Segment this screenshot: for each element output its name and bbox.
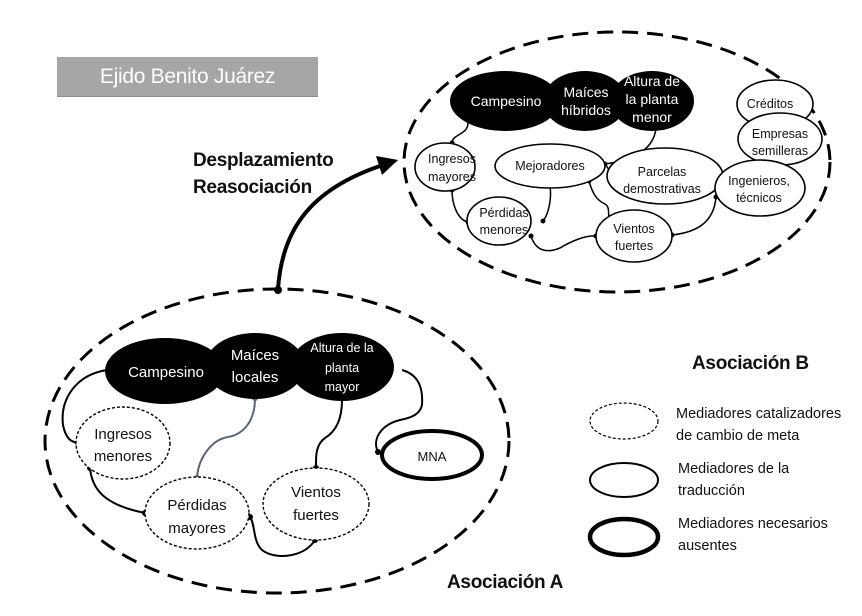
- node-label-a-perdidas-1: Pérdidas: [167, 497, 226, 514]
- node-label-b-parcelas-2: demostrativas: [623, 182, 701, 196]
- core-label-b-maices-2: híbridos: [561, 102, 611, 118]
- core-label-a-altura-1: Altura de la: [310, 341, 373, 355]
- legend-symbol-absent-icon: [587, 516, 661, 558]
- link-dot: [540, 218, 546, 224]
- association-a-label: Asociación A: [447, 572, 564, 593]
- arrow-origin-dot: [274, 286, 282, 294]
- link-b-vientos-ingenieros: [671, 196, 717, 236]
- node-label-b-vientos-2: fuertes: [615, 239, 653, 253]
- node-label-b-ingenieros-1: Ingenieros,: [728, 174, 790, 188]
- node-label-b-creditos: Créditos: [747, 97, 794, 111]
- arrow-label-line2: Reasociación: [193, 177, 312, 198]
- core-label-a-altura-3: mayor: [325, 380, 360, 394]
- node-label-b-ingresos-2: mayores: [428, 170, 476, 184]
- node-b-mejoradores[interactable]: [494, 143, 606, 189]
- node-label-a-perdidas-2: mayores: [168, 520, 226, 537]
- node-label-b-empresas-2: semilleras: [752, 144, 808, 158]
- association-a-links: [61, 369, 424, 557]
- node-b-vientos[interactable]: [595, 209, 673, 263]
- link-dot: [375, 449, 381, 455]
- node-label-b-mejoradores: Mejoradores: [515, 159, 584, 173]
- core-label-b-altura-1: Altura de: [624, 73, 680, 89]
- link-b-mejoradores-vientos: [588, 180, 610, 220]
- node-b-perdidas[interactable]: [466, 196, 532, 246]
- link-dot: [528, 233, 534, 239]
- association-b-core-labels: Campesino Maíces híbridos Altura de la p…: [471, 73, 681, 125]
- legend-item-catalyst-label: Mediadores catalizadores de cambio de me…: [676, 403, 841, 447]
- legend-item-translation-line2: traducción: [678, 483, 745, 499]
- link-a-campesino-ingresos: [61, 369, 108, 444]
- legend-item-absent-label: Mediadores necesarios ausentes: [678, 513, 828, 557]
- core-label-a-maices-1: Maíces: [231, 347, 279, 364]
- association-a-core-labels: Campesino Maíces locales Altura de la pl…: [128, 341, 374, 394]
- legend-item-catalyst-line1: Mediadores catalizadores: [676, 406, 842, 422]
- core-node-b-maices[interactable]: [543, 71, 627, 131]
- core-label-a-altura-2: planta: [325, 361, 359, 375]
- association-b-label: Asociación B: [692, 353, 809, 374]
- node-label-b-parcelas-1: Parcelas: [638, 165, 687, 179]
- core-node-a-altura[interactable]: [290, 333, 394, 401]
- node-label-a-ingresos-2: menores: [94, 448, 152, 465]
- legend-item-absent-line1: Mediadores necesarios: [678, 516, 828, 532]
- node-label-a-mna: MNA: [418, 449, 447, 464]
- association-a-node-labels: Ingresos menores Pérdidas mayores Viento…: [94, 426, 447, 537]
- link-a-altura-mna: [375, 369, 424, 453]
- displacement-arrow: [276, 164, 381, 290]
- legend-item-catalyst-line2: de cambio de meta: [676, 428, 800, 444]
- association-b-boundary: [402, 30, 832, 294]
- core-node-a-maices[interactable]: [205, 333, 305, 399]
- legend-symbol-translation-icon: [589, 462, 659, 498]
- arrowhead-icon: [376, 156, 398, 175]
- title-text: Ejido Benito Juárez: [99, 64, 276, 88]
- association-b-node-labels: Créditos Empresas semilleras Parcelas de…: [428, 97, 808, 253]
- association-a-nodes: [75, 406, 370, 550]
- link-a-ingresos-perdidas: [89, 467, 146, 514]
- core-label-b-altura-2: la planta: [626, 91, 679, 107]
- link-a-maices-perdidas: [196, 397, 256, 479]
- node-label-b-empresas-1: Empresas: [752, 127, 808, 141]
- title-box: Ejido Benito Juárez: [57, 57, 318, 97]
- node-label-a-vientos-2: fuertes: [293, 507, 339, 524]
- link-a-altura-vientos: [314, 399, 343, 469]
- node-a-ingresos[interactable]: [75, 406, 171, 480]
- core-label-b-campesino: Campesino: [471, 93, 542, 109]
- arrow-label: Desplazamiento Reasociación: [193, 147, 334, 201]
- association-a-core: [105, 333, 394, 404]
- link-b-perdidas-vientos: [530, 235, 597, 252]
- arrow-label-line1: Desplazamiento: [193, 150, 334, 171]
- node-label-b-perdidas-2: menores: [480, 223, 529, 237]
- link-b-mejoradores-perdidas: [542, 185, 552, 222]
- link-b-campesino-ingresos: [451, 122, 469, 144]
- node-a-mna[interactable]: [380, 429, 484, 481]
- core-node-a-campesino[interactable]: [105, 338, 225, 404]
- node-label-a-ingresos-1: Ingresos: [94, 426, 152, 443]
- legend-item-translation-line1: Mediadores de la: [678, 461, 790, 477]
- node-label-b-vientos-1: Vientos: [613, 222, 654, 236]
- legend-symbol-catalyst-icon: [589, 402, 659, 440]
- node-label-b-ingenieros-2: técnicos: [736, 191, 782, 205]
- node-a-perdidas[interactable]: [144, 476, 250, 550]
- legend-item-absent-line2: ausentes: [678, 538, 737, 554]
- node-b-ingresos[interactable]: [414, 142, 476, 192]
- link-a-perdidas-vientos: [249, 516, 316, 557]
- legend-item-translation-label: Mediadores de la traducción: [678, 458, 789, 502]
- node-label-b-ingresos-1: Ingresos: [428, 152, 476, 166]
- node-b-ingenieros[interactable]: [714, 159, 806, 217]
- core-label-a-campesino: Campesino: [128, 364, 204, 381]
- node-a-vientos[interactable]: [262, 467, 370, 541]
- node-label-b-perdidas-1: Pérdidas: [479, 206, 528, 220]
- link-b-ingresos-perdidas: [451, 189, 469, 223]
- core-label-b-altura-3: menor: [632, 109, 672, 125]
- association-b-core: [450, 71, 694, 131]
- core-label-a-maices-2: locales: [232, 369, 279, 386]
- core-node-b-altura[interactable]: [610, 71, 694, 131]
- node-label-a-vientos-1: Vientos: [291, 484, 341, 501]
- core-node-b-campesino[interactable]: [450, 71, 560, 131]
- association-b-nodes: [414, 79, 823, 263]
- core-label-b-maices-1: Maíces: [563, 84, 608, 100]
